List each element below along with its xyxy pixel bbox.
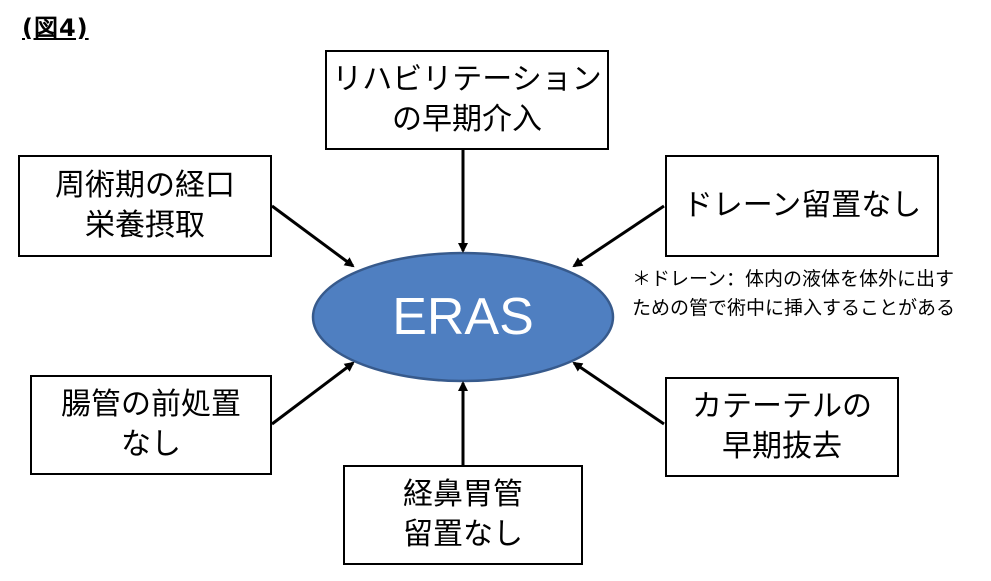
box-no-bowel-prep-line2: なし (121, 427, 181, 462)
drain-footnote: ＊ドレーン：体内の液体を体外に出す ための管で術中に挿入することがある (632, 265, 955, 323)
box-early-catheter-removal: カテーテルの 早期抜去 (665, 377, 899, 477)
arrow-from-bottom-left (271, 361, 355, 426)
box-oral-nutrition-line2: 栄養摂取 (85, 208, 205, 243)
box-early-catheter-removal-line1: カテーテルの (692, 388, 872, 424)
box-no-drain-line1: ドレーン留置なし (682, 187, 922, 223)
eras-label: ERAS (392, 288, 534, 346)
arrow-from-bottom-right (572, 361, 665, 426)
box-no-bowel-prep-line1: 腸管の前処置 (61, 386, 241, 422)
box-no-nasogastric-tube-line2: 留置なし (403, 517, 523, 552)
box-oral-nutrition: 周術期の経口 栄養摂取 (18, 155, 272, 257)
box-early-catheter-removal-line2: 早期抜去 (722, 429, 842, 464)
drain-footnote-line2: ための管で術中に挿入することがある (632, 297, 956, 319)
box-rehabilitation-line1: リハビリテーション (332, 61, 602, 97)
box-rehabilitation-line2: の早期介入 (392, 102, 542, 137)
box-no-bowel-prep: 腸管の前処置 なし (30, 375, 272, 475)
drain-footnote-line1: ＊ドレーン：体内の液体を体外に出す (632, 268, 955, 290)
box-no-drain: ドレーン留置なし (665, 155, 939, 257)
figure-label: (図4) (22, 14, 89, 42)
box-rehabilitation: リハビリテーション の早期介入 (325, 50, 609, 150)
arrow-from-top-right (572, 204, 665, 268)
box-oral-nutrition-line1: 周術期の経口 (55, 167, 235, 203)
arrow-from-top-left (271, 204, 355, 268)
box-no-nasogastric-tube: 経鼻胃管 留置なし (343, 465, 583, 565)
box-no-nasogastric-tube-line1: 経鼻胃管 (403, 476, 523, 512)
